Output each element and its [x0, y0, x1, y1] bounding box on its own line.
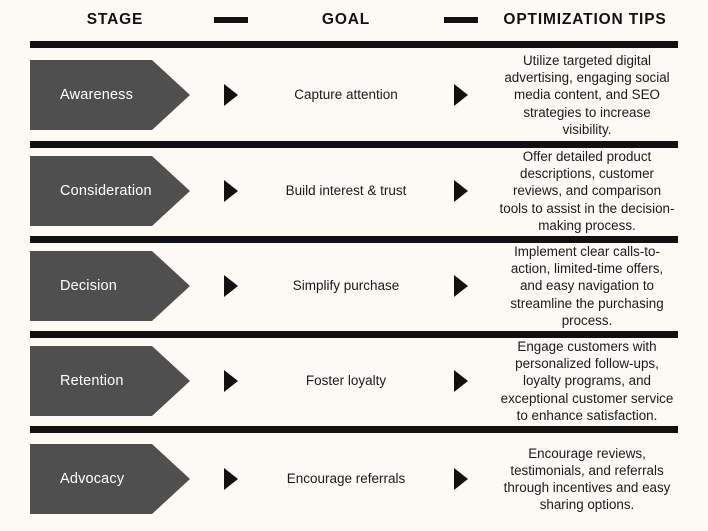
- dash-icon: [444, 17, 478, 23]
- goal-cell: Build interest & trust: [262, 156, 430, 226]
- arrow-right-icon: [454, 468, 468, 490]
- goal-cell: Encourage referrals: [262, 444, 430, 514]
- arrow-cell: [430, 60, 492, 130]
- arrow-cell: [430, 156, 492, 226]
- arrow-right-icon: [454, 275, 468, 297]
- goal-text: Capture attention: [294, 86, 398, 102]
- stage-cell: Awareness: [30, 60, 200, 130]
- column-header-stage: STAGE: [30, 0, 200, 40]
- stage-label: Advocacy: [60, 471, 125, 487]
- table-row[interactable]: Awareness Capture attention Utilize targ…: [30, 53, 678, 137]
- arrow-cell: [200, 156, 262, 226]
- stage-cell: Decision: [30, 251, 200, 321]
- divider-rule: [30, 141, 678, 148]
- tips-text: Offer detailed product descriptions, cus…: [499, 149, 675, 233]
- arrow-right-icon: [224, 180, 238, 202]
- stage-cell: Retention: [30, 346, 200, 416]
- arrow-right-icon: [224, 275, 238, 297]
- arrow-cell: [200, 346, 262, 416]
- goal-cell: Capture attention: [262, 60, 430, 130]
- arrow-cell: [200, 251, 262, 321]
- stage-label: Awareness: [60, 87, 134, 103]
- stage-chevron[interactable]: Awareness: [30, 60, 190, 130]
- column-header-stage-label: STAGE: [86, 11, 144, 28]
- divider-rule: [30, 331, 678, 338]
- tips-cell: Offer detailed product descriptions, cus…: [492, 149, 678, 233]
- header-separator-2: [430, 0, 492, 40]
- arrow-right-icon: [224, 370, 238, 392]
- goal-text: Foster loyalty: [305, 372, 387, 388]
- column-header-optimization-tips-label: OPTIMIZATION TIPS: [503, 11, 667, 28]
- arrow-cell: [430, 444, 492, 514]
- stage-chevron[interactable]: Advocacy: [30, 444, 190, 514]
- tips-text: Engage customers with personalized follo…: [500, 339, 674, 423]
- arrow-right-icon: [454, 180, 468, 202]
- stage-label: Retention: [60, 373, 124, 389]
- goal-cell: Foster loyalty: [262, 346, 430, 416]
- stage-label: Consideration: [60, 183, 152, 199]
- arrow-cell: [430, 251, 492, 321]
- tips-text: Implement clear calls-to-action, limited…: [510, 244, 664, 328]
- stage-label: Decision: [60, 278, 117, 294]
- stage-cell: Consideration: [30, 156, 200, 226]
- tips-cell: Engage customers with personalized follo…: [492, 339, 678, 423]
- arrow-cell: [200, 444, 262, 514]
- tips-cell: Implement clear calls-to-action, limited…: [492, 244, 678, 328]
- column-header-goal-label: GOAL: [321, 11, 371, 28]
- divider-rule: [30, 41, 678, 48]
- table-header: STAGE GOAL OPTIMIZATION TIPS: [30, 0, 678, 40]
- arrow-cell: [430, 346, 492, 416]
- tips-cell: Encourage reviews, testimonials, and ref…: [492, 444, 678, 514]
- stage-cell: Advocacy: [30, 444, 200, 514]
- tips-text: Encourage reviews, testimonials, and ref…: [503, 445, 671, 513]
- divider-rule: [30, 426, 678, 433]
- tips-cell: Utilize targeted digital advertising, en…: [492, 53, 678, 137]
- table-row[interactable]: Decision Simplify purchase Implement cle…: [30, 244, 678, 328]
- column-header-goal: GOAL: [262, 0, 430, 40]
- goal-cell: Simplify purchase: [262, 251, 430, 321]
- column-header-optimization-tips: OPTIMIZATION TIPS: [492, 0, 678, 40]
- goal-text: Encourage referrals: [286, 470, 406, 486]
- dash-icon: [214, 17, 248, 23]
- table-row[interactable]: Advocacy Encourage referrals Encourage r…: [30, 444, 678, 514]
- arrow-right-icon: [224, 468, 238, 490]
- stage-chevron[interactable]: Decision: [30, 251, 190, 321]
- header-separator-1: [200, 0, 262, 40]
- arrow-cell: [200, 60, 262, 130]
- divider-rule: [30, 236, 678, 243]
- goal-text: Build interest & trust: [285, 182, 407, 198]
- stage-chevron[interactable]: Retention: [30, 346, 190, 416]
- goal-text: Simplify purchase: [292, 277, 400, 293]
- tips-text: Utilize targeted digital advertising, en…: [504, 53, 670, 137]
- arrow-right-icon: [454, 370, 468, 392]
- arrow-right-icon: [454, 84, 468, 106]
- stage-chevron[interactable]: Consideration: [30, 156, 190, 226]
- arrow-right-icon: [224, 84, 238, 106]
- table-row[interactable]: Retention Foster loyalty Engage customer…: [30, 339, 678, 423]
- table-row[interactable]: Consideration Build interest & trust Off…: [30, 149, 678, 233]
